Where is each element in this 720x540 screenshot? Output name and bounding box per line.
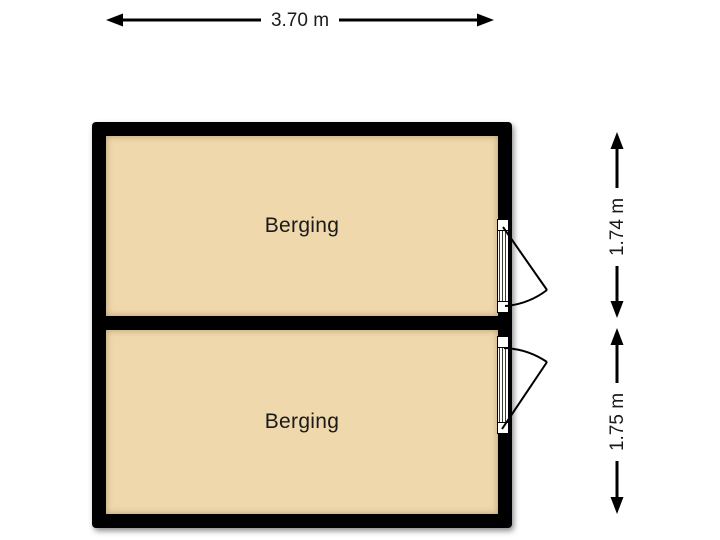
room-berging-bottom: Berging [106,330,498,514]
room-label-top: Berging [264,214,340,237]
dimension-label-height-top-text: 1.74 m [607,197,628,257]
dimension-label-height-bottom-text: 1.75 m [607,392,628,452]
building-outline: Berging Berging [92,122,512,528]
door-jamb-icon [498,301,508,312]
dimension-label-width: 3.70 m [261,7,339,34]
door-jamb-icon [498,220,508,231]
door-panel-icon [499,348,507,422]
dimension-label-width-text: 3.70 m [270,9,330,31]
room-label-bottom: Berging [264,410,340,433]
door-top-room [497,219,509,313]
room-berging-top: Berging [106,136,498,316]
door-jamb-icon [498,422,508,433]
dimension-label-height-bottom: 1.75 m [604,383,632,461]
dimension-label-height-top: 1.74 m [604,188,632,266]
door-panel-icon [499,231,507,301]
door-jamb-icon [498,337,508,348]
door-bottom-room [497,336,509,434]
